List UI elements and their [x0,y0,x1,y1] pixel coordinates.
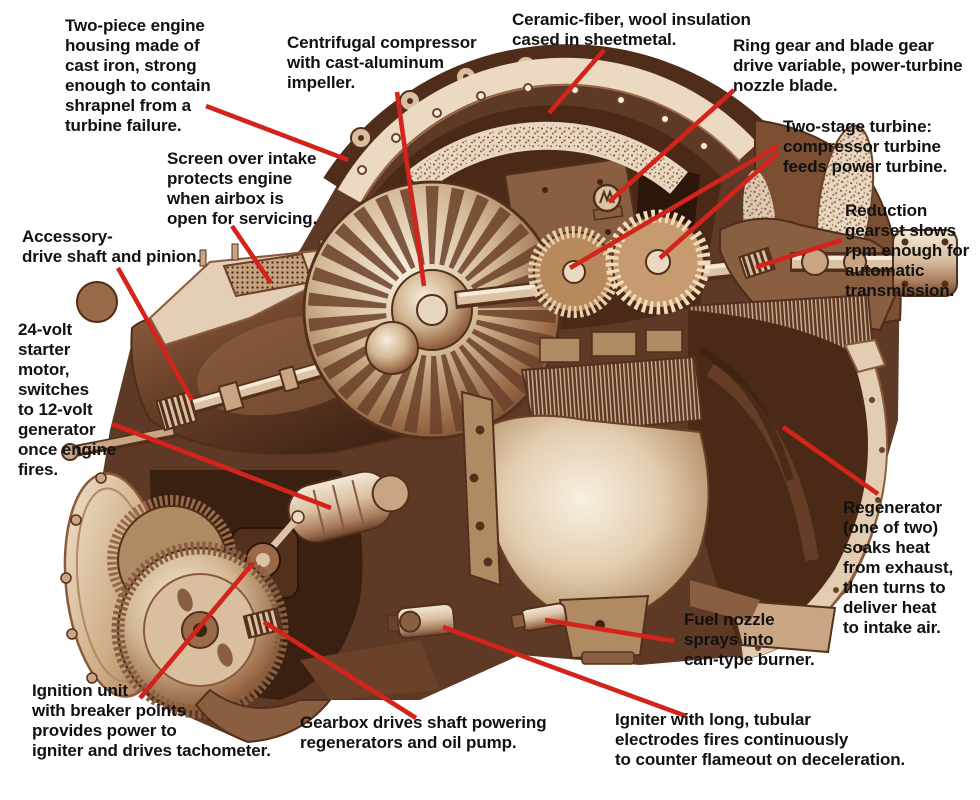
leader-accessory-drive [115,266,195,402]
leader-lines [111,48,880,720]
lower-regenerator-core [520,355,704,438]
accessory-pinion [155,390,199,432]
label-gearbox: Gearbox drives shaft powering regenerato… [300,713,547,752]
leader-intake-screen [230,224,273,285]
label-fuel-nozzle: Fuel nozzle sprays into can-type burner. [684,610,815,669]
label-intake-screen: Screen over intake protects engine when … [167,149,318,228]
leader-centrifugal-compressor [394,91,427,287]
leader-igniter [442,624,687,719]
label-centrifugal-compressor: Centrifugal compressor with cast-aluminu… [287,33,477,92]
label-reduction-gearset: Reduction gearset slows rpm enough for a… [845,201,970,300]
fuel-nozzle-part [510,602,568,632]
leader-ring-gear [607,88,736,204]
flange-holes [357,83,709,175]
igniter-part [386,602,456,640]
leader-starter-motor [111,421,332,511]
label-regenerator: Regenerator (one of two) soaks heat from… [843,498,954,637]
output-housing [892,229,958,297]
engine-housing-arch [323,44,769,206]
compressor-wheel [302,180,562,440]
reduction-pinion [738,246,776,280]
label-ceramic-insulation: Ceramic-fiber, wool insulation cased in … [512,10,751,49]
leader-ceramic-insulation [547,48,606,115]
label-accessory-drive: Accessory- drive shaft and pinion. [22,227,202,266]
leader-regenerator [781,425,880,496]
cover-studs [60,472,107,684]
ring-gear-mechanism [592,183,624,221]
gearbox-gears [60,470,440,744]
leader-fuel-nozzle [544,617,675,644]
burner-housing [386,329,837,665]
label-igniter: Igniter with long, tubular electrodes fi… [615,710,906,769]
label-starter-motor: 24-volt starter motor, switches to 12-vo… [18,320,117,479]
leader-two-piece-housing [205,103,349,163]
starter-motor-part [287,470,410,544]
leader-two-stage-turbine [568,144,780,270]
leader-ignition-unit [138,561,255,700]
leader-two-stage-turbine [658,151,780,260]
label-ignition-unit: Ignition unit with breaker points provid… [32,681,271,760]
label-ring-gear: Ring gear and blade gear drive variable,… [733,36,963,95]
gearbox-pinion [242,607,284,639]
label-two-stage-turbine: Two-stage turbine: compressor turbine fe… [783,117,948,176]
leader-reduction-gearset [755,237,843,270]
label-two-piece-housing: Two-piece engine housing made of cast ir… [65,16,211,135]
leader-gearbox [262,620,418,720]
